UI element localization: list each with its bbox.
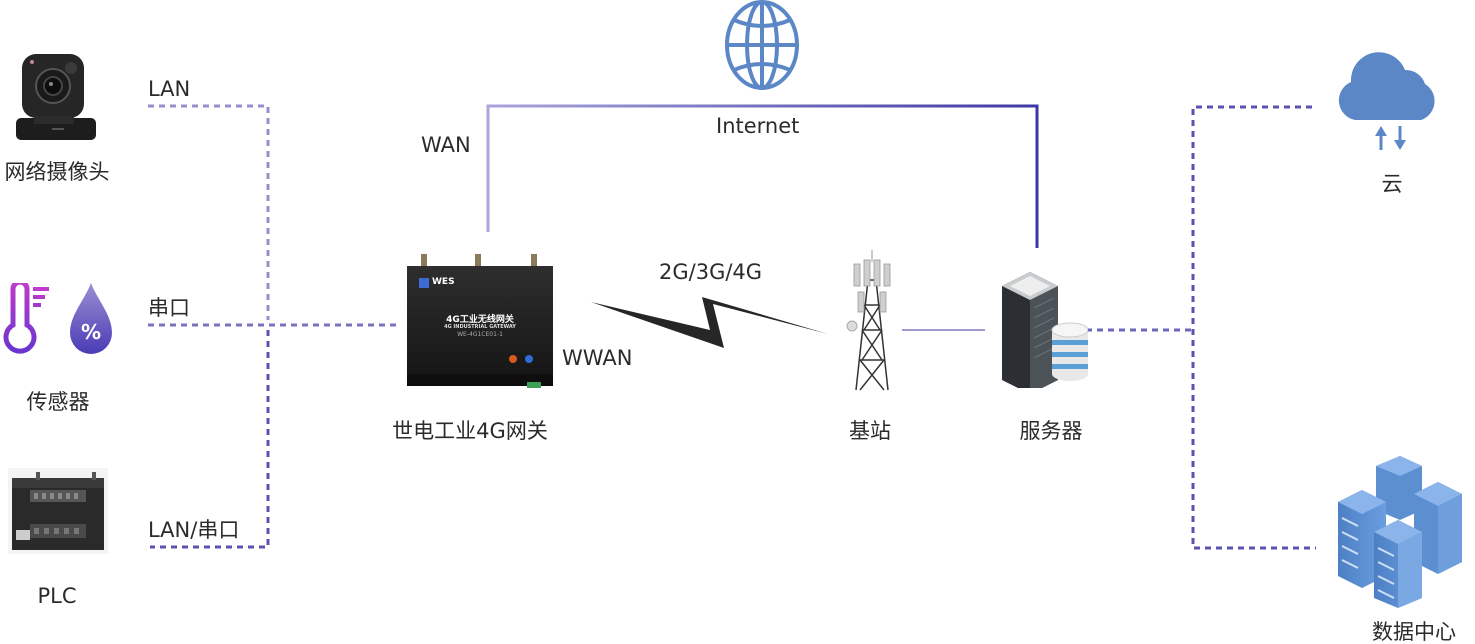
lan-serial-link-label: LAN/串口 xyxy=(148,518,240,542)
cellular-link-label: 2G/3G/4G xyxy=(659,260,763,284)
svg-text:%: % xyxy=(81,320,101,344)
humidity-drop-icon: % xyxy=(70,283,112,354)
plc-label: PLC xyxy=(37,584,77,608)
gateway-router-icon xyxy=(407,254,553,390)
gateway-model: WE-4G1CE01-1 xyxy=(457,331,503,338)
camera-label: 网络摄像头 xyxy=(4,160,110,184)
wan-internet-line xyxy=(486,104,1039,248)
lan-link-line xyxy=(148,104,270,320)
datacenter-racks-icon xyxy=(1338,456,1462,608)
gateway-title-en: 4G INDUSTRIAL GATEWAY xyxy=(444,324,516,330)
gateway-brand: WES xyxy=(432,277,455,287)
gateway-device: WES 4G工业无线网关 4G INDUSTRIAL GATEWAY WE-4G… xyxy=(407,254,553,390)
thermometer-icon xyxy=(3,283,49,354)
base-station-label: 基站 xyxy=(849,419,891,443)
server-database-icon xyxy=(1002,272,1088,388)
cloud-link-line xyxy=(1191,105,1316,550)
plc-icon xyxy=(8,468,108,554)
datacenter-label: 数据中心 xyxy=(1372,620,1456,644)
cellular-lightning-icon xyxy=(591,297,828,348)
lan-serial-link-line xyxy=(150,330,270,549)
cloud-label: 云 xyxy=(1381,172,1403,196)
globe-icon xyxy=(725,0,799,90)
sensor-label: 传感器 xyxy=(26,390,90,414)
lan-link-label: LAN xyxy=(148,77,191,101)
wwan-link-label: WWAN xyxy=(562,346,633,370)
internet-link-label: Internet xyxy=(716,114,800,138)
webcam-icon xyxy=(16,54,96,140)
server-label: 服务器 xyxy=(1019,419,1083,443)
cell-tower-icon xyxy=(846,250,891,391)
cloud-sync-icon xyxy=(1338,52,1435,150)
gateway-label: 世电工业4G网关 xyxy=(392,419,548,443)
serial-link-label: 串口 xyxy=(148,296,190,320)
gateway-title-cn: 4G工业无线网关 xyxy=(446,315,514,325)
wan-link-label: WAN xyxy=(421,133,471,157)
